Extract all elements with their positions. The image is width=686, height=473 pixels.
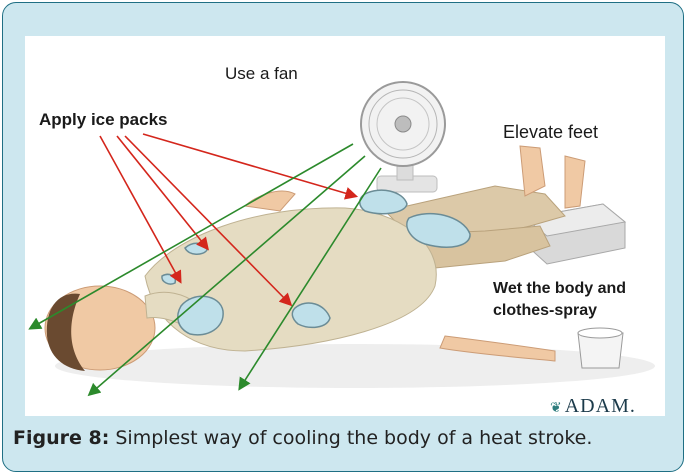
wet-body-line2: clothes-spray [493,300,626,322]
fan-icon [361,82,445,192]
ice-pack-neck [178,296,223,335]
apply-ice-packs-label: Apply ice packs [39,110,168,130]
use-fan-label: Use a fan [225,64,298,84]
logo-text: ADAM. [565,395,636,417]
elevate-feet-label: Elevate feet [503,122,598,143]
caption-text: Simplest way of cooling the body of a he… [109,427,592,449]
ice-pack-thigh [360,190,407,213]
figure-caption: Figure 8: Simplest way of cooling the bo… [13,427,681,449]
adam-logo: ❦ADAM. [550,395,636,418]
illustration-panel: Use a fan Apply ice packs Elevate feet W… [25,36,665,416]
bucket-icon [578,328,623,368]
heat-stroke-illustration [25,36,665,416]
leaf-icon: ❦ [550,401,563,416]
wet-body-line1: Wet the body and [493,278,626,300]
wet-body-label: Wet the body and clothes-spray [493,278,626,322]
caption-label: Figure 8: [13,427,109,449]
